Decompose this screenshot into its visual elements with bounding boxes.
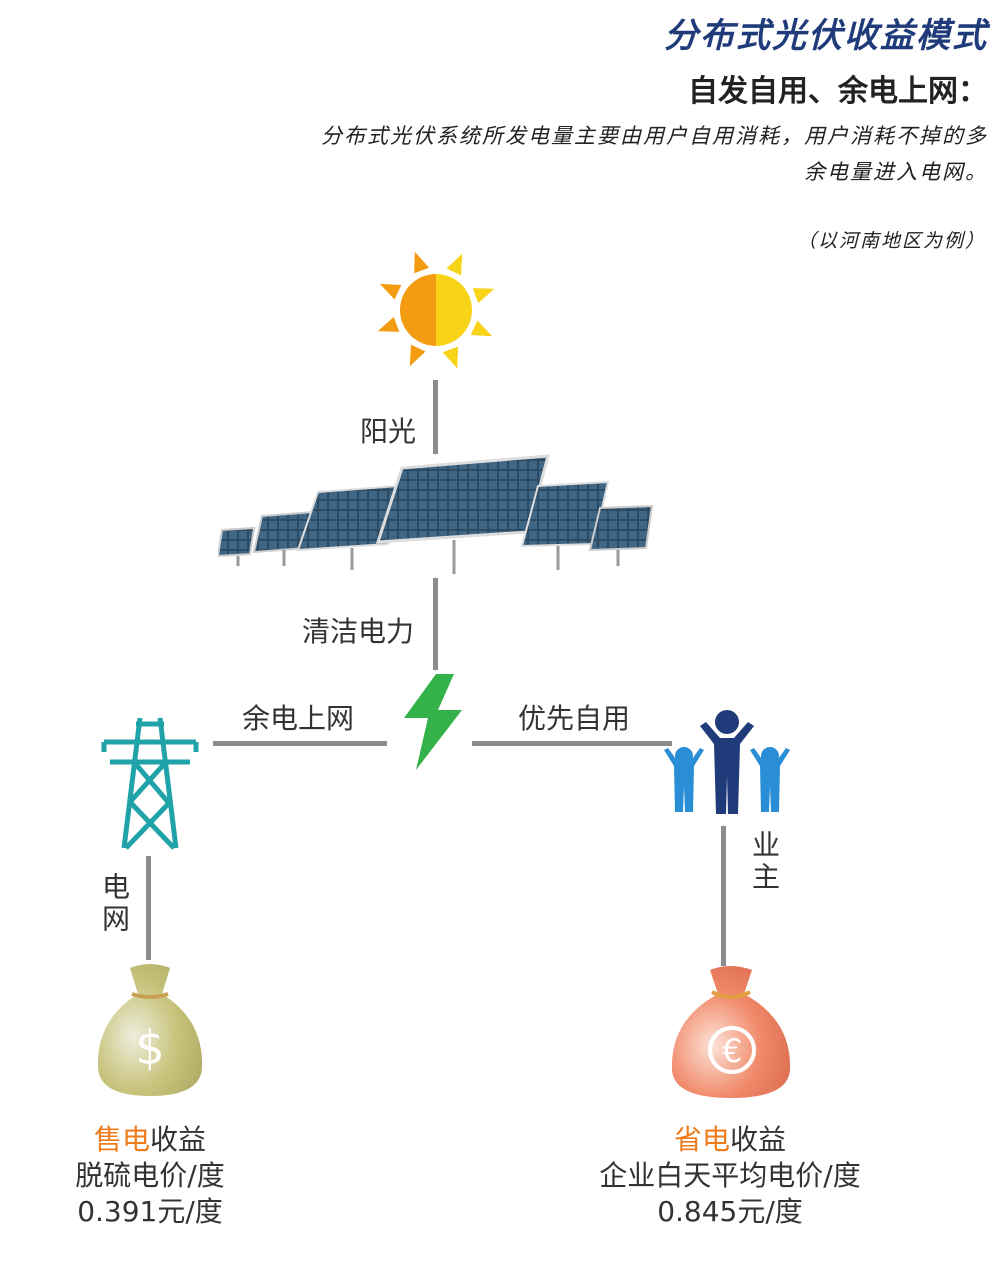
people-icon (664, 710, 790, 814)
left-outcome-highlight: 售电 (93, 1123, 150, 1156)
region-note: （以河南地区为例） (796, 230, 986, 252)
sun-link-label: 阳光 (360, 415, 417, 448)
owner-label: 业主 (748, 830, 781, 894)
left-outcome: 售电收益 脱硫电价/度 0.391元/度 (30, 1122, 270, 1230)
dollar-bag-icon: $ (97, 964, 203, 1096)
left-outcome-line3: 0.391元/度 (77, 1195, 223, 1228)
right-outcome-line1: 省电收益 (580, 1122, 880, 1158)
right-outcome-line2: 企业白天平均电价/度 (599, 1159, 861, 1192)
right-outcome-highlight: 省电 (673, 1123, 730, 1156)
panel-link-label: 清洁电力 (302, 615, 415, 648)
right-outcome: 省电收益 企业白天平均电价/度 0.845元/度 (580, 1122, 880, 1230)
self-use-label: 优先自用 (518, 702, 631, 735)
right-outcome-line3: 0.845元/度 (657, 1195, 803, 1228)
connector-bolt-owner (472, 741, 672, 746)
connector-tower-bag (146, 856, 151, 960)
grid-link-label: 余电上网 (242, 702, 355, 735)
connector-panels-bolt (433, 578, 438, 670)
left-outcome-rest: 收益 (150, 1123, 207, 1156)
right-outcome-rest: 收益 (730, 1123, 787, 1156)
page-subtitle: 自发自用、余电上网： (688, 74, 988, 109)
sun-icon (377, 251, 495, 369)
description-text: 分布式光伏系统所发电量主要由用户自用消耗，用户消耗不掉的多余电量进入电网。 (321, 124, 988, 184)
euro-bag-icon: € (671, 966, 791, 1098)
power-tower-icon (101, 717, 199, 850)
connector-owner-bag (721, 826, 726, 966)
grid-down-label: 电网 (98, 872, 131, 936)
svg-text:€: € (722, 1032, 742, 1070)
left-outcome-line2: 脱硫电价/度 (75, 1159, 225, 1192)
lightning-bolt-icon (404, 674, 462, 770)
connector-bolt-grid (213, 741, 387, 746)
solar-panels-icon (218, 454, 654, 574)
left-outcome-line1: 售电收益 (30, 1122, 270, 1158)
page-title: 分布式光伏收益模式 (664, 16, 988, 56)
svg-text:$: $ (135, 1021, 164, 1075)
connector-sun-panels (433, 380, 438, 454)
